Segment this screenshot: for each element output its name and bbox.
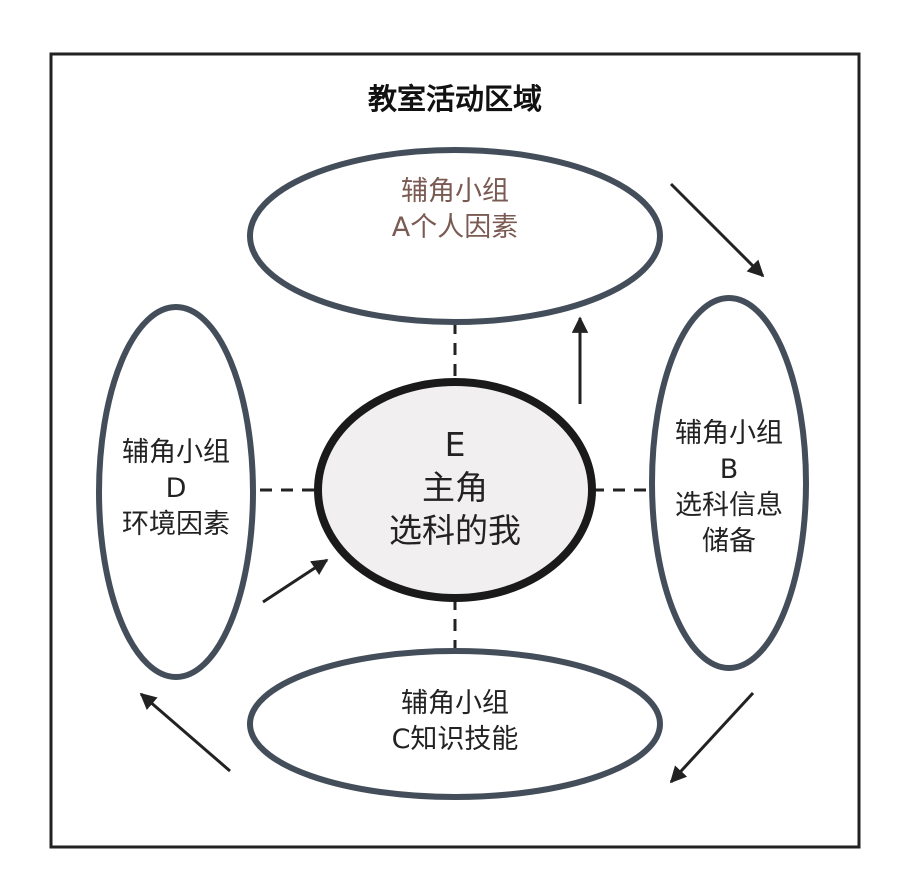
arrow-d-to-e xyxy=(262,558,329,604)
arrow-a-to-b xyxy=(669,182,765,278)
dashed-connectors xyxy=(260,322,652,652)
group-b-ellipse xyxy=(649,295,809,671)
classroom-frame xyxy=(49,52,861,849)
group-b-label: 辅角小组 B 选科信息 储备 xyxy=(654,416,804,560)
group-a-line1: 辅角小组 xyxy=(401,176,509,207)
group-d-line1: 辅角小组 xyxy=(122,437,230,468)
diagram-title: 教室活动区域 xyxy=(367,82,542,116)
group-c-label: 辅角小组 C知识技能 xyxy=(305,686,605,758)
flow-arrows xyxy=(139,182,765,784)
group-a-label: 辅角小组 A个人因素 xyxy=(305,174,605,246)
main-role-line3: 选科的我 xyxy=(389,511,521,550)
group-b-line2: B xyxy=(719,454,739,485)
group-c-line1: 辅角小组 xyxy=(401,688,509,719)
main-role-label: E 主角 选科的我 xyxy=(330,423,580,552)
group-b-line1: 辅角小组 xyxy=(675,418,783,449)
group-c-line2: C知识技能 xyxy=(391,724,519,755)
group-d-label: 辅角小组 D 环境因素 xyxy=(101,435,251,543)
group-d-line2: D xyxy=(165,473,187,504)
main-role-ellipse xyxy=(314,378,596,602)
group-a-line2: A个人因素 xyxy=(391,212,519,243)
group-b-line4: 储备 xyxy=(702,526,756,557)
arrow-c-to-d xyxy=(139,692,231,773)
group-d-ellipse xyxy=(96,304,256,680)
group-b-line3: 选科信息 xyxy=(675,490,783,521)
main-role-line1: E xyxy=(444,425,466,464)
arrow-b-to-c xyxy=(669,691,755,784)
group-c-ellipse xyxy=(247,648,663,800)
main-role-line2: 主角 xyxy=(422,468,488,507)
group-a-ellipse xyxy=(247,147,663,325)
group-d-line3: 环境因素 xyxy=(122,509,230,540)
